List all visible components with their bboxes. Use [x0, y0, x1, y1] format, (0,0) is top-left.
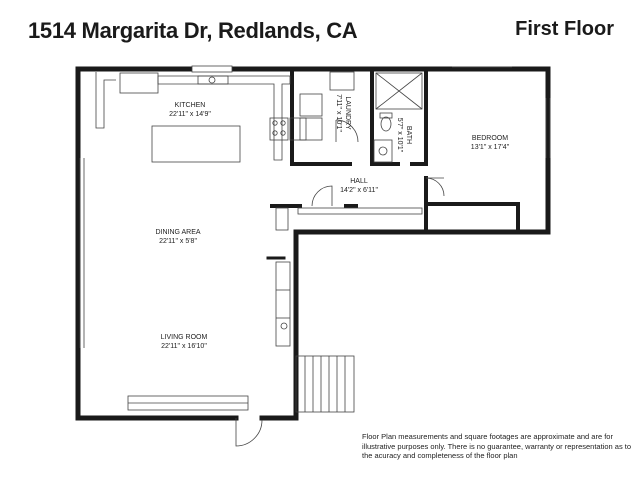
- floor-label: First Floor: [515, 18, 614, 40]
- room-label-hall: HALL 14'2" x 6'11": [340, 178, 378, 194]
- room-label-kitchen: KITCHEN 22'11" x 14'9": [169, 102, 211, 118]
- address-title: 1514 Margarita Dr, Redlands, CA: [28, 18, 358, 43]
- room-label-bath: BATH 5'7" x 10'1": [396, 117, 412, 153]
- wall-bedroom-inner: [424, 176, 520, 234]
- room-label-dining: DINING AREA 22'11" x 5'8": [155, 229, 201, 245]
- disclaimer-text: Floor Plan measurements and square foota…: [362, 432, 632, 460]
- room-label-living: LIVING ROOM 22'11" x 16'10": [160, 334, 208, 350]
- room-label-bedroom: BEDROOM 13'1" x 17'4": [470, 135, 510, 151]
- room-label-laundry: LAUNDRY 7'11" x 10'1": [335, 94, 351, 132]
- wall-bedroom-bottom: [369, 66, 551, 235]
